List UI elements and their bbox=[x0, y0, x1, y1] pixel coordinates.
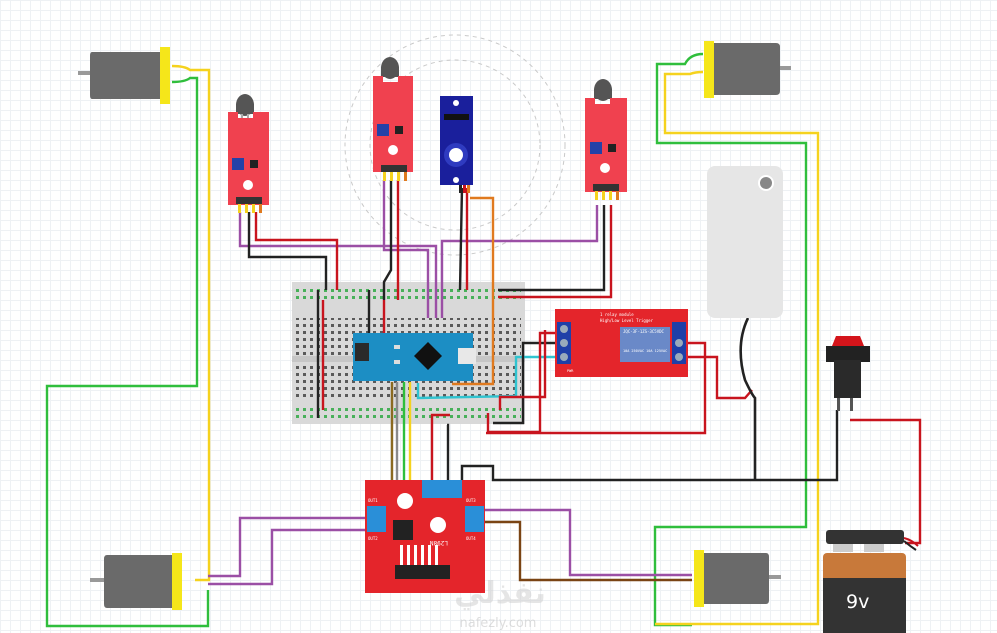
flame-sensor-right bbox=[585, 79, 627, 200]
wire-red-rail-relay bbox=[498, 330, 547, 410]
motor-bottom-right bbox=[694, 550, 781, 607]
wire-purple-sensor-c bbox=[382, 180, 430, 318]
flame-sensor-center bbox=[373, 57, 413, 181]
wire-orange-servo bbox=[452, 196, 495, 386]
watermark: نفذلي nafezly.com bbox=[454, 576, 546, 631]
servo-sweep-area bbox=[344, 34, 566, 256]
wire-black-driver-gnd2 bbox=[460, 410, 839, 485]
wire-black-servo bbox=[458, 187, 464, 291]
relay-pwr-label: PWR bbox=[567, 369, 574, 373]
driver-out3: OUT3 bbox=[466, 498, 476, 503]
wire-black-sensor-l bbox=[247, 212, 328, 290]
wires bbox=[45, 52, 922, 628]
servo-motor bbox=[440, 96, 473, 193]
wire-red-sensor-l bbox=[254, 212, 339, 290]
watermark-arabic: نفذلي bbox=[454, 576, 546, 611]
push-button bbox=[826, 336, 870, 411]
wire-yellow-motor-tr bbox=[655, 70, 820, 626]
water-pump bbox=[707, 166, 783, 318]
motor-top-right bbox=[704, 41, 791, 98]
wire-yellow-motor-tl bbox=[171, 64, 211, 582]
flame-sensor-left bbox=[228, 94, 269, 213]
wire-green-motor-tr bbox=[653, 52, 808, 627]
relay-subtitle: High/Low Level Trigger bbox=[600, 318, 654, 323]
battery-9v: 9v bbox=[823, 530, 919, 633]
wire-brown-motor-br bbox=[485, 520, 692, 582]
wire-purple-motor-bl-2 bbox=[208, 528, 368, 586]
driver-out2: OUT2 bbox=[368, 536, 378, 541]
arduino-nano bbox=[353, 333, 476, 381]
relay-model: JQC-3F-1ZS-3C5VDC bbox=[623, 329, 665, 334]
motor-top-left bbox=[78, 47, 170, 104]
driver-chip-label: L298N bbox=[430, 539, 448, 546]
wire-black-sensor-c bbox=[382, 180, 393, 300]
wire-red-relay-out1 bbox=[486, 341, 707, 435]
wire-red-sensor-r bbox=[498, 205, 613, 299]
l298n-driver: L298N OUT1 OUT2 OUT3 OUT4 bbox=[365, 480, 485, 593]
wire-black-relay-gnd bbox=[493, 341, 560, 425]
driver-out4: OUT4 bbox=[466, 536, 476, 541]
wire-purple-motor-bl-1 bbox=[208, 516, 368, 578]
wire-black-pump bbox=[739, 317, 757, 480]
wire-black-driver-gnd bbox=[446, 423, 450, 485]
wire-red-relay-out2 bbox=[685, 355, 753, 400]
wire-red-driver-12v bbox=[430, 413, 450, 485]
wire-green-motor-tl bbox=[45, 76, 210, 628]
relay-title: 1 relay module bbox=[600, 312, 634, 317]
battery-label: 9v bbox=[846, 591, 869, 613]
wire-purple-sensor-r bbox=[440, 205, 599, 318]
motor-bottom-left bbox=[90, 553, 182, 610]
wire-black-sensor-r bbox=[498, 205, 606, 292]
driver-out1: OUT1 bbox=[368, 498, 378, 503]
wire-purple-motor-br bbox=[485, 508, 692, 577]
relay-module: 1 relay module High/Low Level Trigger JQ… bbox=[555, 309, 688, 377]
watermark-latin: nafezly.com bbox=[460, 616, 537, 631]
wire-red-button-battery bbox=[850, 418, 922, 545]
relay-rating: 10A 250VAC 10A 125VAC bbox=[623, 349, 667, 353]
